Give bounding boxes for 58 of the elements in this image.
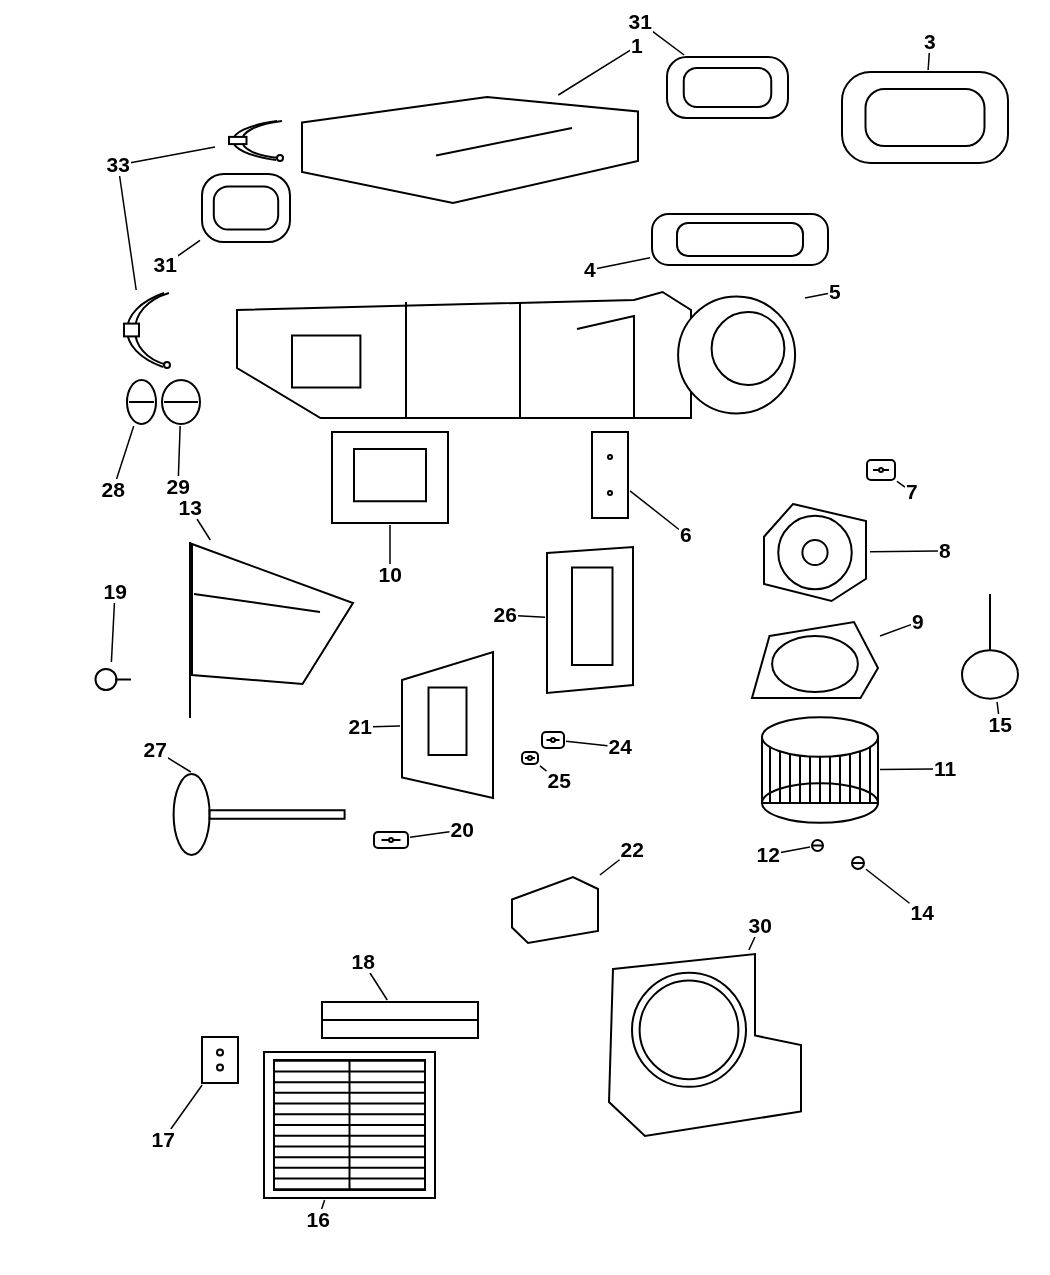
door-drawing bbox=[400, 650, 495, 800]
connector-drawing bbox=[160, 378, 202, 426]
gasket-drawing bbox=[650, 212, 830, 267]
outlet-drawing bbox=[330, 430, 450, 525]
leader-line bbox=[118, 175, 137, 291]
leader-line bbox=[129, 146, 216, 164]
leader-line bbox=[804, 292, 829, 299]
leader-line bbox=[371, 725, 401, 728]
leader-line bbox=[110, 602, 116, 663]
nut-drawing bbox=[810, 838, 825, 853]
clip-drawing bbox=[540, 730, 566, 750]
plate-drawing bbox=[605, 950, 805, 1140]
leader-line bbox=[865, 868, 911, 904]
grommet-drawing bbox=[960, 592, 1020, 702]
leader-line bbox=[409, 831, 451, 839]
leader-line bbox=[879, 768, 934, 771]
leader-line bbox=[176, 239, 201, 257]
leader-line bbox=[748, 936, 756, 951]
leader-line bbox=[170, 1084, 203, 1130]
nut-drawing bbox=[850, 855, 866, 871]
bracket-drawing bbox=[200, 1035, 240, 1085]
door-drawing bbox=[545, 545, 635, 695]
housing-drawing bbox=[300, 95, 640, 205]
seal-drawing bbox=[510, 875, 600, 945]
leader-line bbox=[629, 490, 680, 531]
seal-drawing bbox=[665, 55, 790, 120]
leader-line bbox=[599, 859, 621, 876]
leader-line bbox=[996, 701, 1000, 715]
blower-wheel-drawing bbox=[760, 715, 880, 825]
motor-plate-drawing bbox=[760, 500, 870, 605]
leader-line bbox=[166, 756, 192, 773]
housing-drawing bbox=[320, 1000, 480, 1040]
leader-line bbox=[927, 52, 930, 71]
leader-line bbox=[879, 623, 912, 637]
leader-line bbox=[869, 550, 939, 553]
leader-line bbox=[565, 740, 609, 747]
seal-drawing bbox=[590, 430, 630, 520]
leader-line bbox=[369, 972, 388, 1001]
seal-drawing bbox=[865, 458, 897, 482]
leader-line bbox=[651, 30, 685, 56]
gasket-drawing bbox=[750, 620, 880, 700]
clip-drawing bbox=[520, 750, 540, 766]
leader-line bbox=[177, 425, 181, 477]
leader-line bbox=[516, 615, 546, 619]
leader-line bbox=[596, 257, 651, 270]
heater-core-drawing bbox=[262, 1050, 437, 1200]
leader-line bbox=[320, 1199, 326, 1210]
leader-line bbox=[389, 524, 391, 565]
leader-line bbox=[896, 480, 906, 488]
seal-drawing bbox=[200, 172, 292, 244]
leader-line bbox=[557, 49, 631, 96]
leader-line bbox=[539, 765, 548, 772]
leader-line bbox=[115, 425, 135, 480]
leader-line bbox=[196, 518, 212, 541]
leader-line bbox=[779, 846, 811, 854]
seal-drawing bbox=[372, 830, 410, 850]
connector-drawing bbox=[125, 378, 158, 426]
seal-drawing bbox=[840, 70, 1010, 165]
